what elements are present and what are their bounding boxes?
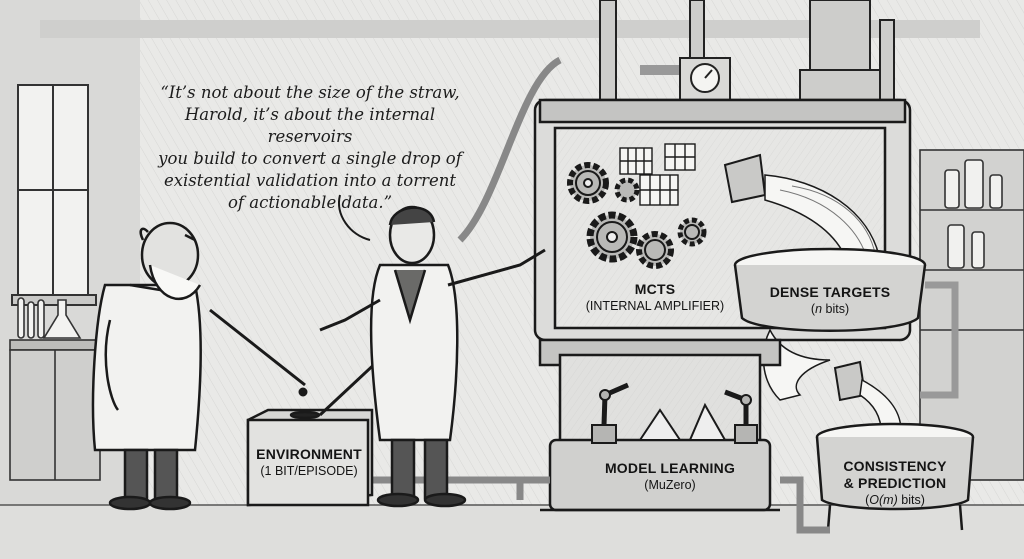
model-learning-title: MODEL LEARNING [604, 460, 736, 476]
consistency-title-1: CONSISTENCY [843, 458, 947, 474]
right-shelf [919, 149, 1024, 481]
environment-title: ENVIRONMENT [256, 446, 362, 462]
environment-box [246, 408, 374, 507]
pressure-gauge-icon [679, 57, 731, 103]
consistency-unit: bits) [897, 493, 925, 507]
speech-tail [338, 194, 371, 241]
model-learning-subtitle: (MuZero) [644, 478, 696, 492]
old-scientist [91, 221, 202, 511]
caption-line: “It’s not about the size of the straw, [160, 83, 460, 102]
environment-subtitle: (1 BIT/EPISODE) [260, 464, 358, 478]
consistency-tub [815, 422, 975, 531]
mcts-subtitle: (INTERNAL AMPLIFIER) [585, 299, 725, 313]
left-shelf [9, 297, 101, 481]
mcts-title: MCTS [634, 281, 676, 297]
water-spout-upper [723, 153, 881, 271]
dense-targets-var: n [815, 302, 823, 316]
caption-line: you build to convert a single drop of [158, 149, 462, 168]
model-learning-label: MODEL LEARNING (MuZero) [570, 460, 770, 494]
environment-label: ENVIRONMENT (1 BIT/EPISODE) [248, 446, 370, 480]
model-learning-cabinet [538, 338, 782, 512]
flask-icon [42, 299, 82, 339]
young-scientist [319, 205, 546, 508]
consistency-subtitle: (O(m) bits) [865, 493, 925, 507]
dense-targets-title: DENSE TARGETS [769, 284, 891, 300]
gear-icon [567, 162, 707, 269]
mcts-label: MCTS (INTERNAL AMPLIFIER) [570, 281, 740, 315]
caption-line: of actionable data.” [227, 193, 393, 212]
dense-targets-bowl [733, 247, 959, 399]
ceiling-pipes [599, 0, 895, 111]
consistency-label: CONSISTENCY & PREDICTION (O(m) bits) [820, 458, 970, 509]
caption-line: existential validation into a torrent [163, 171, 457, 190]
robot-arm-icon [591, 382, 758, 444]
caption-quote: “It’s not about the size of the straw, H… [150, 82, 470, 214]
dense-targets-unit: bits) [822, 302, 850, 316]
dense-targets-subtitle: (n bits) [810, 302, 850, 316]
consistency-title-2: & PREDICTION [843, 475, 947, 491]
caption-line: Harold, it’s about the internal reservoi… [184, 105, 436, 146]
dense-targets-label: DENSE TARGETS (n bits) [755, 284, 905, 318]
consistency-var: O(m) [869, 493, 898, 507]
window [11, 84, 97, 306]
test-tube-icon [17, 297, 45, 339]
